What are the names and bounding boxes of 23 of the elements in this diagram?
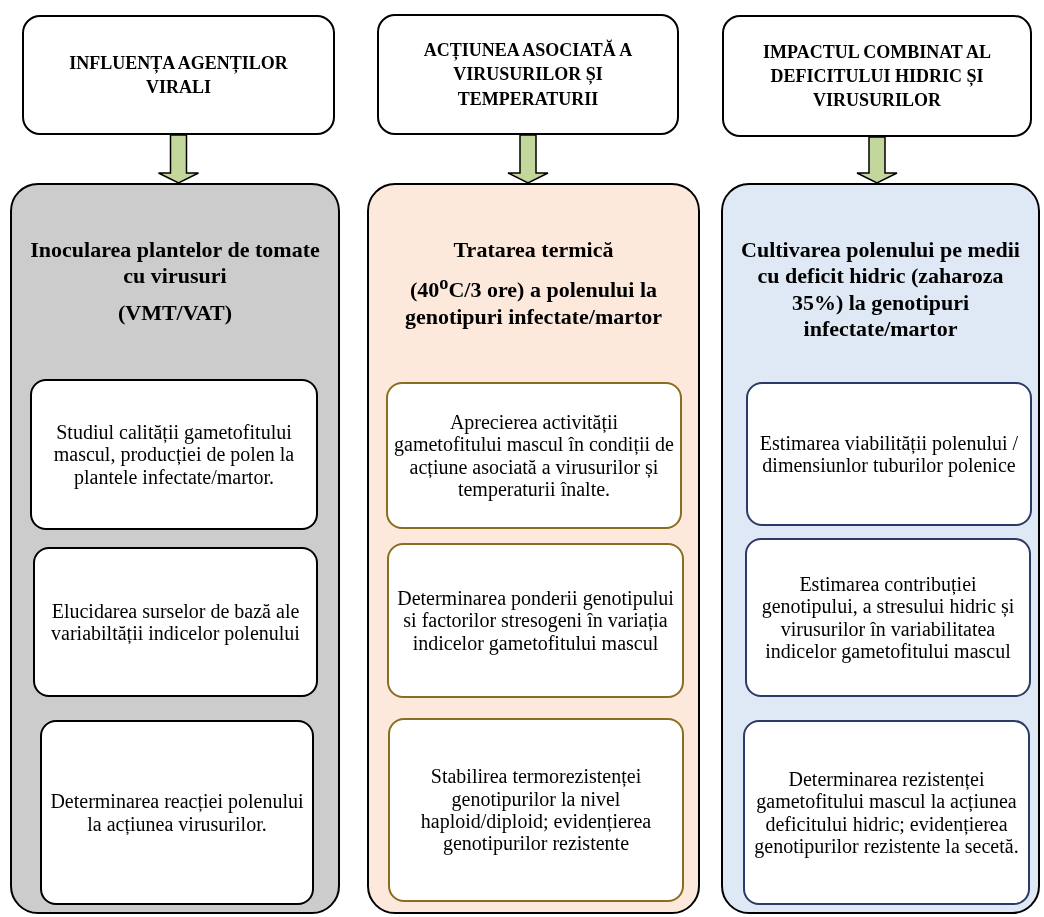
- panel-heading: Inocularea plantelor de tomate cu virusuri: [29, 237, 321, 290]
- task-box: Determinarea rezistenței gametofitului mascul la acțiunea deficitului hidric; evidențierea genotipurilor rezistente la secetă.: [743, 720, 1030, 905]
- task-box: Estimarea viabilității polenului / dimensiunlor tuburilor polenice: [746, 382, 1032, 526]
- task-box: Estimarea contribuției genotipului, a stresului hidric și virusurilor în variabilitatea indicelor gametofitului mascul: [745, 538, 1031, 697]
- task-box: Aprecierea activității gametofitului mascul în condiții de acțiune asociată a virusurilor și temperaturii înalte.: [386, 382, 682, 529]
- task-box: Determinarea ponderii genotipului si factorilor stresogeni în variația indicelor gametofitului mascul: [387, 543, 684, 698]
- header-box: IMPACTUL COMBINAT AL DEFICITULUI HIDRIC ȘI VIRUSURILOR: [722, 15, 1032, 137]
- block-arrow: [157, 134, 200, 184]
- task-box: Studiul calității gametofitului mascul, producției de polen la plantele infectate/martor.: [30, 379, 318, 530]
- group-panel: [721, 183, 1040, 914]
- panel-heading: Cultivarea polenului pe medii cu deficit hidric (zaharoza 35%) la genotipuri infectate/martor: [740, 237, 1021, 343]
- task-box: Determinarea reacției polenului la acțiunea virusurilor.: [40, 720, 314, 905]
- task-box: Stabilirea termorezistenței genotipurilor la nivel haploid/diploid; evidențierea genotipurilor rezistente: [388, 718, 684, 902]
- block-arrow: [507, 134, 549, 184]
- group-panel: [367, 183, 700, 914]
- block-arrow: [856, 136, 898, 184]
- header-box: INFLUENȚA AGENȚILOR VIRALI: [22, 15, 335, 135]
- panel-heading: Tratarea termică: [452, 237, 615, 264]
- panel-heading: (VMT/VAT): [116, 299, 234, 327]
- panel-heading: (40$^{o}$C/3 ore) a polenului la genotipuri infectate/martor: [403, 273, 664, 331]
- header-box: ACȚIUNEA ASOCIATĂ A VIRUSURILOR ȘI TEMPERATURII: [377, 14, 679, 135]
- group-panel: [10, 183, 340, 914]
- task-box: Elucidarea surselor de bază ale variabiltății indicelor polenului: [33, 547, 318, 697]
